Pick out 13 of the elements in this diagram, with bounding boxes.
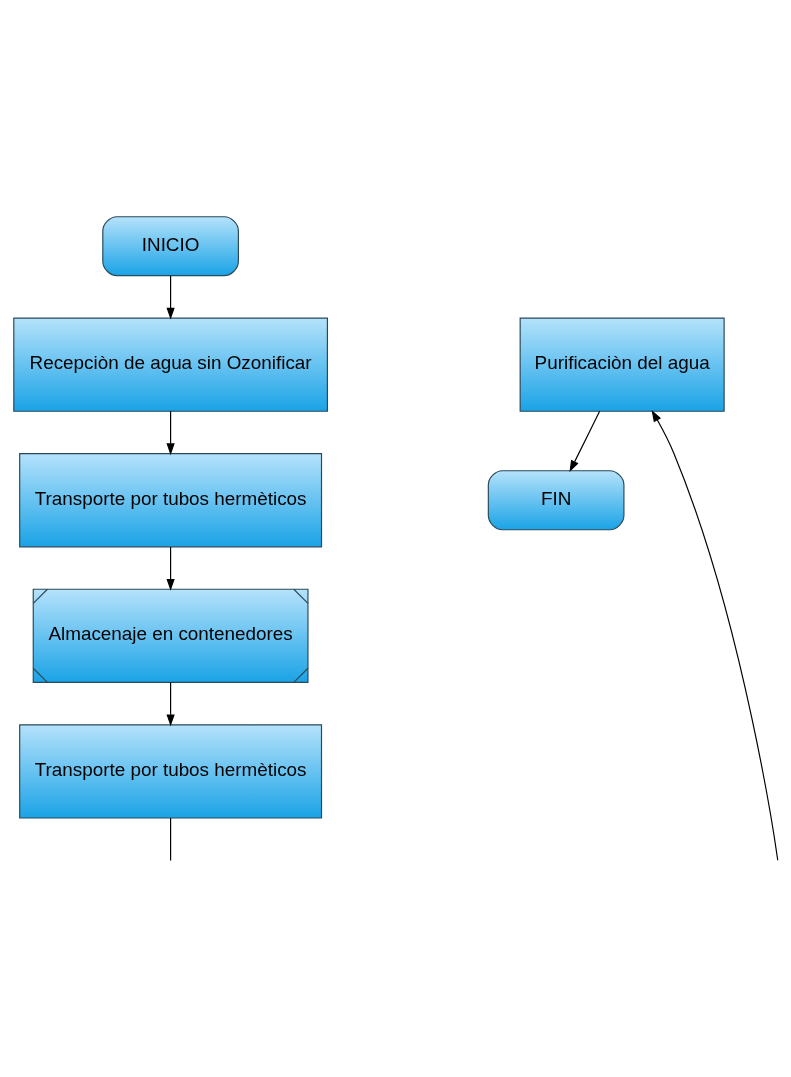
- node-box: INICIO: [101, 215, 239, 276]
- node-box: Transporte por tubos hermèticos: [18, 452, 322, 547]
- node-box: Purificaciòn del agua: [519, 317, 725, 412]
- node-box: Transporte por tubos hermèticos: [18, 723, 322, 819]
- connector: [169, 816, 171, 861]
- arrow: [165, 545, 175, 591]
- node-box: Recepciòn de agua sin Ozonificar: [12, 317, 328, 412]
- node-box: FIN: [487, 469, 624, 530]
- arrow: [651, 409, 778, 861]
- arrow: [165, 410, 175, 455]
- arrow: [569, 410, 600, 472]
- arrow: [165, 681, 175, 726]
- arrow: [165, 274, 175, 320]
